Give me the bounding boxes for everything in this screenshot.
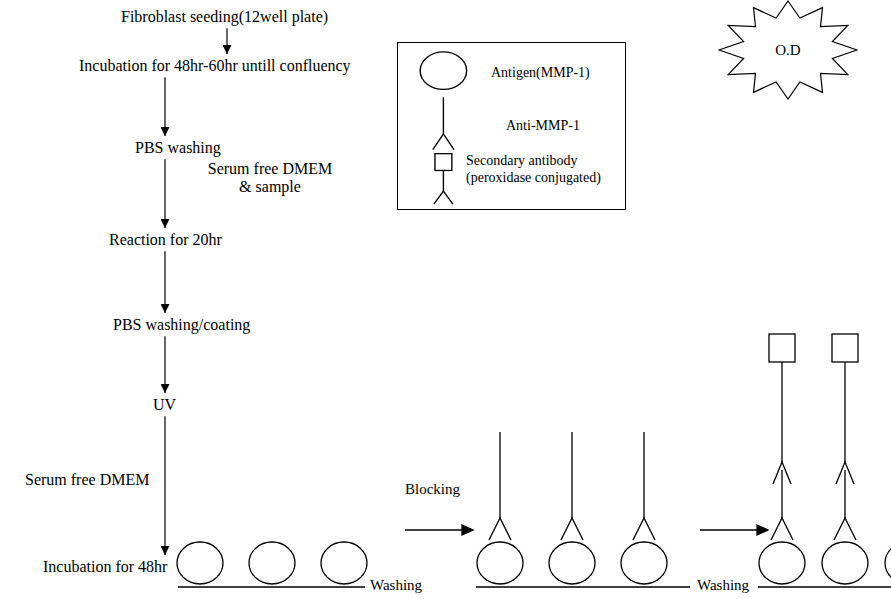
antigen-symbol bbox=[420, 52, 466, 90]
flow-arrow bbox=[164, 416, 165, 555]
process-step: PBS washing/coating bbox=[110, 313, 253, 336]
process-step: PBS washing bbox=[132, 136, 224, 159]
process-step: Fibroblast seeding(12well plate) bbox=[118, 5, 331, 28]
step-text: UV bbox=[153, 395, 176, 414]
antibody-symbol bbox=[433, 134, 454, 150]
secondary-antibody-symbol bbox=[435, 154, 452, 171]
od-starburst: O.D bbox=[718, 0, 858, 100]
antigen-circle bbox=[249, 542, 295, 584]
antibody-fork bbox=[633, 518, 655, 540]
secondary-stalk bbox=[844, 362, 845, 462]
arrow-head bbox=[757, 525, 768, 535]
antibody-fork bbox=[834, 518, 856, 540]
od-text: O.D bbox=[775, 41, 800, 59]
antigen-circle bbox=[822, 542, 868, 584]
wash-label: Washing bbox=[697, 577, 749, 594]
legend-box: Antigen(MMP-1) Anti-MMP-1Secondary antibo… bbox=[397, 42, 626, 210]
edge-label: Serum free DMEM & sample bbox=[200, 160, 340, 197]
antigen-row-plain bbox=[177, 542, 367, 587]
antigen-circle bbox=[759, 542, 805, 584]
antibody-fork bbox=[489, 518, 511, 540]
flow-arrow bbox=[164, 159, 165, 228]
antibody-stalk bbox=[499, 432, 500, 518]
antigen-row-primary bbox=[476, 432, 690, 587]
antigen-row-secondary bbox=[758, 334, 891, 587]
process-step: Reaction for 20hr bbox=[106, 228, 225, 251]
arrow-shaft bbox=[700, 529, 758, 530]
peroxidase-square bbox=[832, 334, 858, 362]
process-step: Incubation for 48hr bbox=[40, 555, 170, 578]
antigen-circle bbox=[477, 542, 523, 584]
step-arrow bbox=[700, 525, 768, 535]
antibody-symbol bbox=[443, 97, 444, 134]
legend-text: Anti-MMP-1 bbox=[506, 118, 580, 135]
step-arrow bbox=[405, 525, 473, 535]
flow-arrow bbox=[164, 251, 165, 313]
step-text: Fibroblast seeding(12well plate) bbox=[121, 7, 328, 26]
secondary-stalk bbox=[781, 362, 782, 462]
process-step: Incubation for 48hr-60hr untill confluen… bbox=[76, 54, 354, 77]
antibody-stalk bbox=[781, 470, 782, 518]
antigen-circle bbox=[885, 542, 891, 584]
flow-arrow bbox=[164, 77, 165, 136]
step-text: PBS washing/coating bbox=[113, 315, 250, 334]
antibody-fork bbox=[771, 518, 793, 540]
antigen-circle bbox=[621, 542, 667, 584]
arrow-shaft bbox=[405, 529, 463, 530]
secondary-fork bbox=[773, 462, 791, 484]
antibody-stalk bbox=[643, 432, 644, 518]
step-text: Reaction for 20hr bbox=[109, 230, 222, 249]
flow-arrow bbox=[226, 28, 227, 54]
secondary-antibody-symbol bbox=[434, 191, 453, 204]
edge-label: Serum free DMEM bbox=[25, 471, 149, 489]
plate-surface bbox=[758, 586, 891, 587]
plate-surface bbox=[178, 586, 365, 587]
arrow-head bbox=[462, 525, 473, 535]
antibody-stalk bbox=[571, 432, 572, 518]
step-label: Blocking bbox=[405, 481, 460, 498]
peroxidase-square bbox=[769, 334, 795, 362]
starburst-shape bbox=[719, 1, 857, 99]
wash-label: Washing bbox=[370, 577, 422, 594]
antigen-circle bbox=[549, 542, 595, 584]
antigen-circle bbox=[321, 542, 367, 584]
antigen-circle bbox=[177, 542, 223, 584]
step-text: PBS washing bbox=[135, 138, 221, 157]
flow-arrow bbox=[164, 336, 165, 393]
antibody-fork bbox=[561, 518, 583, 540]
secondary-fork bbox=[836, 462, 854, 484]
plate-surface bbox=[476, 586, 690, 587]
step-text: Incubation for 48hr bbox=[43, 557, 167, 576]
step-text: Incubation for 48hr-60hr untill confluen… bbox=[79, 56, 351, 75]
antibody-stalk bbox=[844, 470, 845, 518]
process-step: UV bbox=[150, 393, 179, 416]
legend-text: Secondary antibody (peroxidase conjugate… bbox=[466, 153, 616, 187]
secondary-antibody-symbol bbox=[443, 170, 444, 191]
legend-text: Antigen(MMP-1) bbox=[491, 65, 590, 82]
